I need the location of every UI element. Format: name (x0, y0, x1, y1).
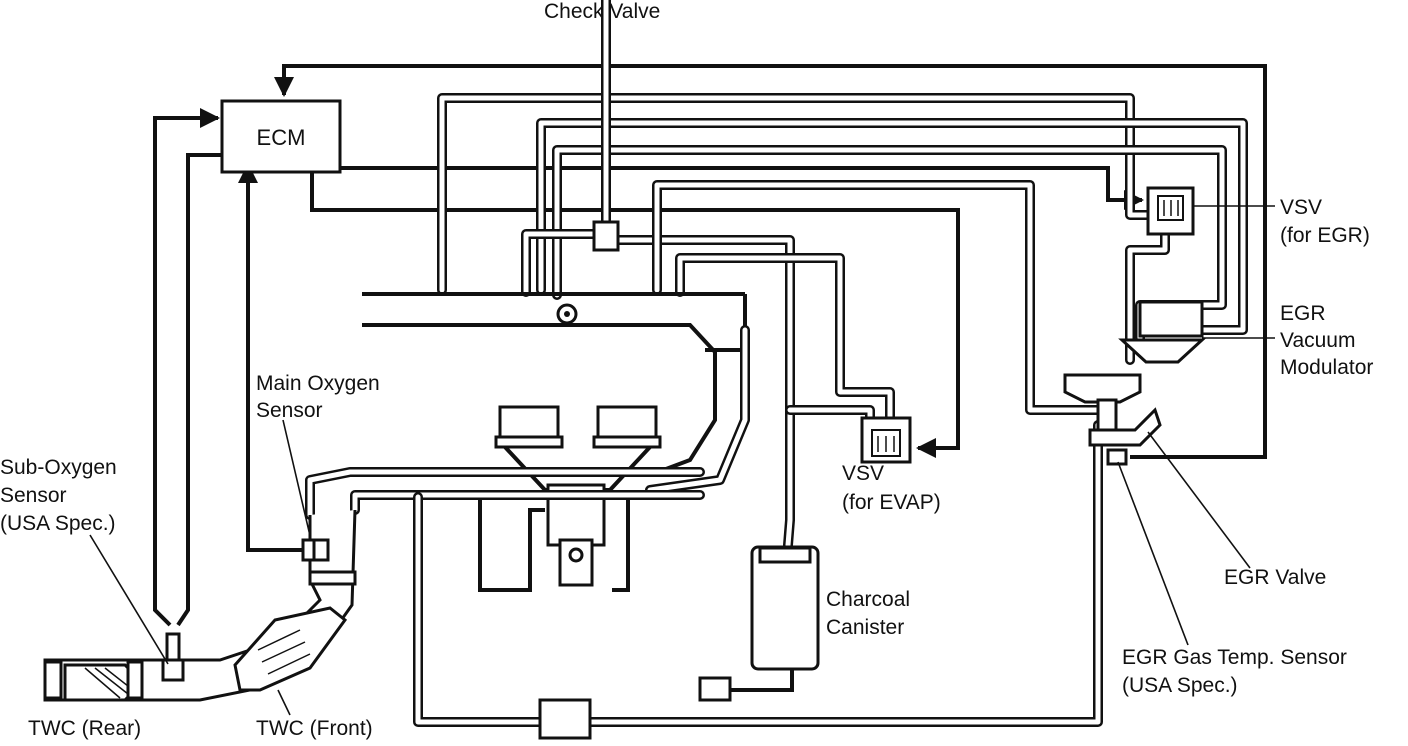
egr-valve-label: EGR Valve (1224, 566, 1326, 589)
egr-modulator-label-line1: EGR (1280, 302, 1326, 325)
intake-manifold (362, 292, 750, 495)
vsv-egr (1146, 186, 1275, 236)
labels: Check Valve VSV (for EGR) EGR Vacuum Mod… (0, 0, 1373, 740)
leader-lines (89, 419, 312, 716)
ecm-box: ECM (220, 99, 342, 174)
twc-front (233, 606, 348, 692)
vacuum-hoses (437, 0, 1248, 550)
vsv-egr-label-line1: VSV (1280, 196, 1322, 219)
vsv-evap-label-line1: VSV (842, 462, 884, 485)
egr-modulator-label-line3: Modulator (1280, 356, 1373, 379)
charcoal-canister-label-line1: Charcoal (826, 588, 910, 611)
twc-rear-label: TWC (Rear) (28, 717, 141, 740)
sub-oxygen-sensor-label-line3: (USA Spec.) (0, 512, 116, 535)
ecm-wiring (153, 64, 1267, 627)
twc-rear (43, 632, 185, 702)
sub-oxygen-sensor-label-line1: Sub-Oxygen (0, 456, 117, 479)
main-oxygen-sensor-label-line1: Main Oxygen (256, 372, 380, 395)
vsv-evap (860, 416, 912, 464)
check-valve-label: Check Valve (544, 0, 660, 23)
main-oxygen-sensor-label-line2: Sensor (256, 399, 323, 422)
check-valve (592, 220, 620, 252)
vsv-egr-label-line2: (for EGR) (1280, 224, 1370, 247)
sub-oxygen-sensor-label-line2: Sensor (0, 484, 67, 507)
egr-valve (1063, 373, 1251, 646)
egr-vacuum-modulator (1118, 300, 1275, 364)
egr-gas-temp-sensor-label-line1: EGR Gas Temp. Sensor (1122, 646, 1347, 669)
egr-modulator-label-line2: Vacuum (1280, 329, 1355, 352)
exhaust-system (43, 420, 1103, 740)
egr-gas-temp-sensor-label-line2: (USA Spec.) (1122, 674, 1238, 697)
charcoal-canister (698, 545, 820, 702)
charcoal-canister-label-line2: Canister (826, 616, 904, 639)
ecm-label: ECM (257, 125, 306, 150)
twc-front-label: TWC (Front) (256, 717, 373, 740)
vsv-evap-label-line2: (for EVAP) (842, 491, 941, 514)
